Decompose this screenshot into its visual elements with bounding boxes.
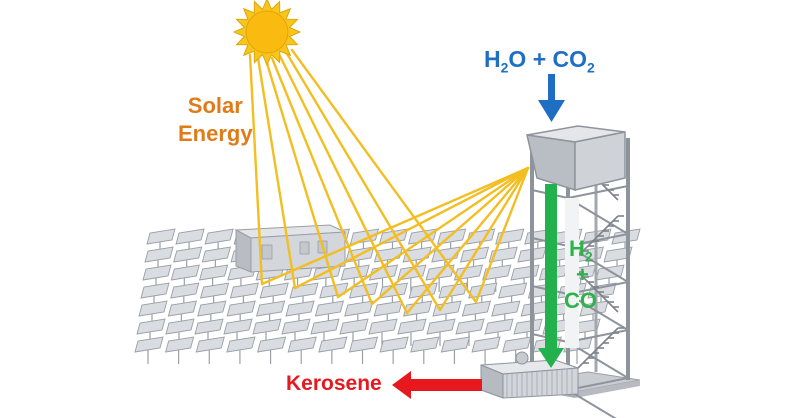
heliostat-mirror: [440, 336, 471, 364]
heliostat-mirror: [339, 318, 369, 346]
heliostat-mirror: [348, 336, 379, 364]
solar-label-line2: Energy: [178, 121, 253, 146]
heliostat-mirror: [140, 282, 170, 310]
syngas-h2-label: H2: [569, 236, 593, 264]
heliostat-mirror: [368, 318, 398, 346]
heliostat-mirror: [226, 300, 256, 328]
heliostat-mirror: [201, 246, 231, 274]
syngas-co-label: CO: [564, 288, 597, 313]
heliostat-mirror: [223, 318, 253, 346]
reflected-ray: [474, 166, 530, 304]
heliostat-mirror: [471, 336, 501, 364]
heliostat-mirror: [285, 300, 315, 328]
sun-icon: [232, 0, 302, 67]
heliostat-mirror: [368, 264, 399, 292]
incoming-ray: [284, 50, 442, 312]
heliostat-mirror: [195, 336, 225, 364]
incoming-ray: [278, 54, 409, 315]
heliostat-mirror: [287, 336, 317, 364]
solar-label-line1: Solar: [187, 93, 243, 118]
heliostat-mirror: [379, 336, 409, 364]
incoming-ray: [248, 53, 264, 286]
heliostat-mirror: [134, 336, 164, 364]
feed-c-subscript: 2: [587, 59, 595, 76]
reflected-ray: [293, 166, 530, 290]
heliostat-mirror: [165, 318, 195, 346]
sun-rays: [248, 48, 530, 315]
incoming-ray: [270, 56, 374, 306]
reflected-ray: [438, 166, 530, 312]
kerosene-label: Kerosene: [286, 372, 382, 395]
feed-h: H: [484, 46, 501, 72]
heliostat-mirror: [252, 318, 282, 346]
incoming-ray: [290, 48, 478, 304]
feed-label: H2O + CO2: [484, 46, 595, 76]
heliostat-mirror: [340, 264, 370, 292]
syngas-plus-label: +: [576, 262, 589, 287]
heliostat-mirror: [256, 336, 287, 364]
incoming-ray: [256, 56, 297, 290]
heliostat-mirror: [173, 246, 203, 274]
heliostat-mirror: [397, 318, 427, 346]
reflected-ray: [336, 166, 530, 299]
reflected-ray: [260, 166, 530, 286]
fuel-processing-unit: [480, 351, 579, 399]
feed-arrow: [538, 74, 565, 122]
heliostat-mirror: [426, 318, 456, 346]
heliostat-mirror: [378, 282, 409, 310]
feed-o-plus-c: O + CO: [508, 46, 588, 72]
syngas-arrow: [538, 184, 564, 368]
reflected-ray: [370, 166, 530, 306]
solar-energy-label: Solar Energy: [178, 92, 253, 148]
kerosene-arrow: [392, 371, 482, 399]
heliostat-mirror: [165, 336, 195, 364]
heliostat-mirror: [136, 318, 166, 346]
heliostat-mirror: [226, 336, 256, 364]
heliostat-mirror: [318, 336, 348, 364]
feed-h-subscript: 2: [500, 59, 509, 76]
incoming-ray: [264, 58, 340, 299]
heliostat-mirror: [204, 228, 234, 256]
syngas-h: H: [569, 236, 585, 261]
heliostat-mirror: [410, 336, 440, 364]
syngas-h-subscript: 2: [584, 248, 593, 265]
heliostat-mirror: [142, 264, 172, 292]
heliostat-mirror: [138, 300, 168, 328]
